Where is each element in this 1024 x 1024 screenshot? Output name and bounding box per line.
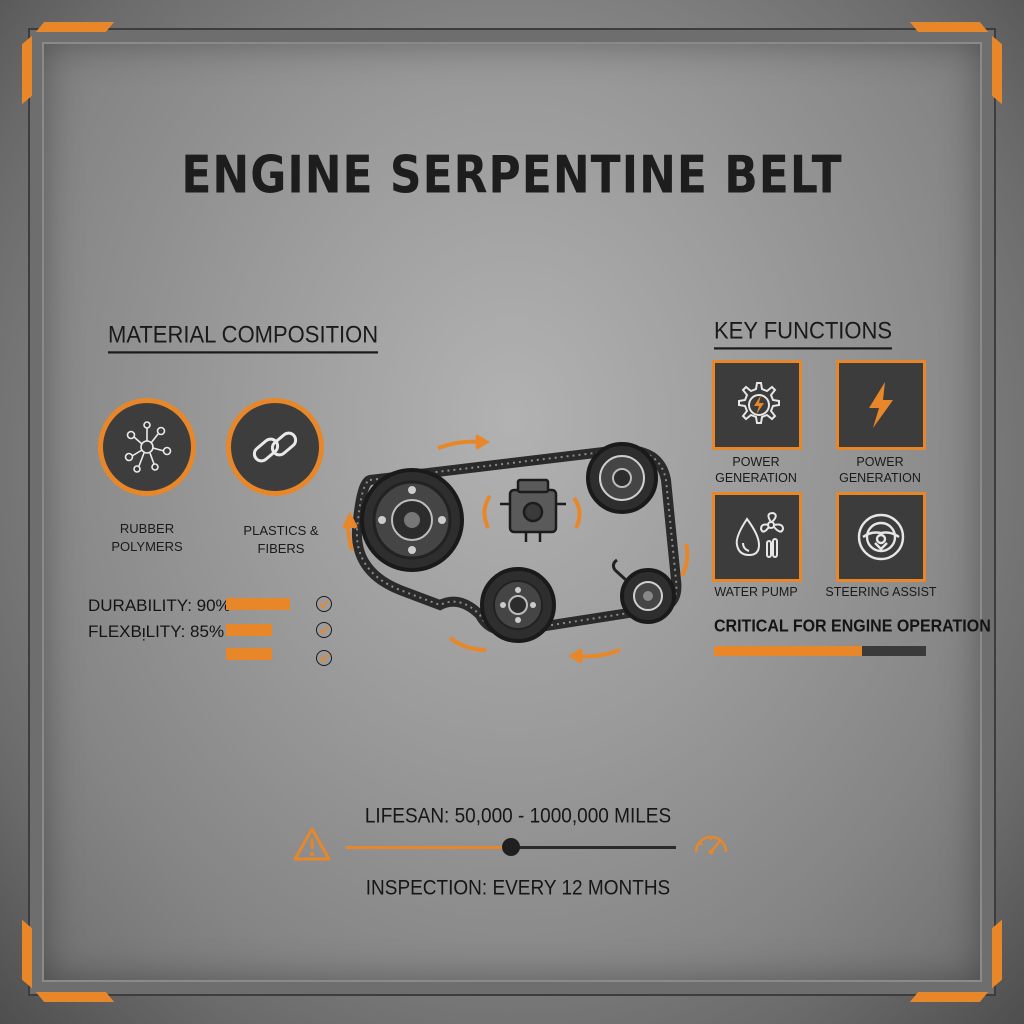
chain-link-icon — [252, 431, 298, 463]
rotation-arrows-icon — [342, 434, 690, 664]
function-power-generation-2-box — [836, 360, 926, 450]
function-2-line2: GENERATION — [839, 471, 921, 485]
tensioner-pulley-icon — [611, 558, 676, 624]
function-1-line1: POWER — [732, 455, 780, 469]
function-power-generation-box — [712, 360, 802, 450]
function-power-generation-label: POWER GENERATION — [706, 454, 806, 486]
function-2-line1: POWER — [856, 455, 904, 469]
corner-accent-bottom-right-vertical — [992, 919, 1002, 989]
lifespan-label: LIFESAN: 50,000 - 1000,000 MILES — [364, 804, 672, 829]
serpentine-belt-diagram — [342, 434, 690, 664]
alternator-pulley-icon — [586, 442, 658, 514]
function-1-line2: GENERATION — [715, 471, 797, 485]
page-title: ENGINE SERPENTINE BELT — [181, 145, 843, 206]
function-water-pump-box — [712, 492, 802, 582]
flexibility-bar — [226, 624, 272, 636]
function-water-pump-label: WATER PUMP — [714, 585, 798, 599]
durability-check-icon — [316, 596, 332, 612]
critical-progress-fill — [714, 646, 863, 656]
speedometer-gauge-icon — [694, 835, 728, 855]
flexibility-check-icon — [316, 622, 332, 638]
lightning-bolt-icon — [869, 382, 893, 428]
corner-accent-bottom-left — [35, 992, 115, 1002]
crank-pulley-icon — [360, 468, 464, 572]
function-steering-assist-box — [836, 492, 926, 582]
gear-lightning-icon — [738, 382, 780, 424]
durability-bar — [226, 598, 290, 610]
steering-wheel-icon — [857, 513, 905, 561]
corner-accent-top-left-vertical — [22, 35, 32, 105]
extra-check-icon — [316, 650, 332, 666]
corner-accent-top-right-vertical — [992, 35, 1002, 105]
corner-accent-bottom-right — [909, 992, 989, 1002]
material-plastics-circle — [226, 398, 324, 496]
function-steering-assist-label: STEERING ASSIST — [825, 585, 937, 599]
idler-pulley-icon — [480, 567, 556, 643]
critical-operation-label: CRITICAL FOR ENGINE OPERATION — [714, 617, 991, 636]
material-rubber-label: RUBBER POLYMERS — [100, 520, 194, 556]
extra-bar — [226, 648, 272, 660]
molecule-icon — [124, 421, 172, 473]
engine-icon — [500, 478, 566, 542]
durability-label: DURABILITY: 90%+ — [88, 596, 241, 615]
material-rubber-circle — [98, 398, 196, 496]
corner-accent-bottom-left-vertical — [22, 919, 32, 989]
inspection-label: INSPECTION: EVERY 12 MONTHS — [365, 876, 671, 901]
corner-accent-top-left — [35, 22, 115, 32]
corner-accent-top-right — [909, 22, 989, 32]
material-composition-heading: MATERIAL COMPOSITION — [108, 321, 379, 354]
material-rubber-line1: RUBBER — [119, 521, 175, 536]
material-plastics-label: PLASTICS & FIBERS — [243, 523, 319, 556]
flexibility-label: FLEXBᴉLITY: 85% — [88, 622, 225, 641]
lifespan-slider-knob — [502, 838, 520, 856]
critical-progress-track — [714, 646, 926, 656]
warning-triangle-icon — [293, 827, 331, 861]
function-power-generation-2-label: POWER GENERATION — [830, 454, 930, 486]
material-rubber-line2: POLYMERS — [111, 539, 183, 554]
water-drop-fan-icon — [735, 511, 785, 558]
key-functions-heading: KEY FUNCTIONS — [714, 317, 893, 350]
lifespan-slider-fill — [346, 846, 511, 849]
